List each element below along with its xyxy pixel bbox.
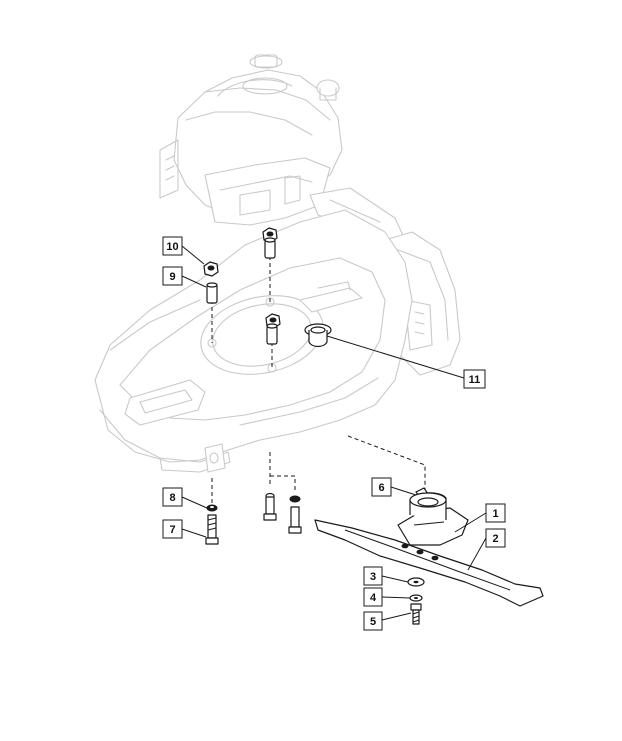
part-5-screw [410,603,422,625]
part-3-washer [407,577,425,587]
callout-3: 3 [363,566,383,586]
callout-5: 5 [363,611,383,631]
callout-4: 4 [363,587,383,607]
mid-bolt-left [263,492,277,521]
svg-text:8: 8 [169,492,175,504]
part-10-nut [203,261,219,277]
part-11-bushing [304,323,332,348]
part-7-bolt [205,514,219,545]
svg-text:4: 4 [370,592,377,604]
part-1-blade-adapter [397,492,469,546]
callout-2: 2 [485,528,506,548]
mower-engine-ghost [159,54,343,226]
callout-8: 8 [162,487,183,507]
mower-deck-ghost [94,187,461,473]
mid-bolt-right [288,495,302,534]
part-2-blade [314,519,544,607]
callout-9: 9 [162,266,183,286]
callout-1: 1 [485,503,506,523]
leader-lines [181,245,487,621]
svg-text:1: 1 [492,508,498,520]
part-9-spacer [206,282,218,304]
svg-text:10: 10 [166,241,178,253]
part-8-washer [206,504,218,512]
part-4-lock-washer [409,594,423,602]
mid-nut-spacer [265,313,281,345]
callout-7: 7 [162,519,183,539]
svg-text:9: 9 [169,271,175,283]
rear-nut-spacer [262,227,278,259]
svg-text:11: 11 [469,374,481,386]
svg-text:7: 7 [169,524,175,536]
svg-text:6: 6 [378,482,384,494]
callout-10: 10 [162,236,183,256]
assembly-lines [211,256,426,505]
svg-text:3: 3 [370,571,376,583]
svg-text:2: 2 [492,533,498,545]
callout-6: 6 [371,477,392,497]
svg-text:5: 5 [370,616,376,628]
callout-11: 11 [463,369,486,389]
